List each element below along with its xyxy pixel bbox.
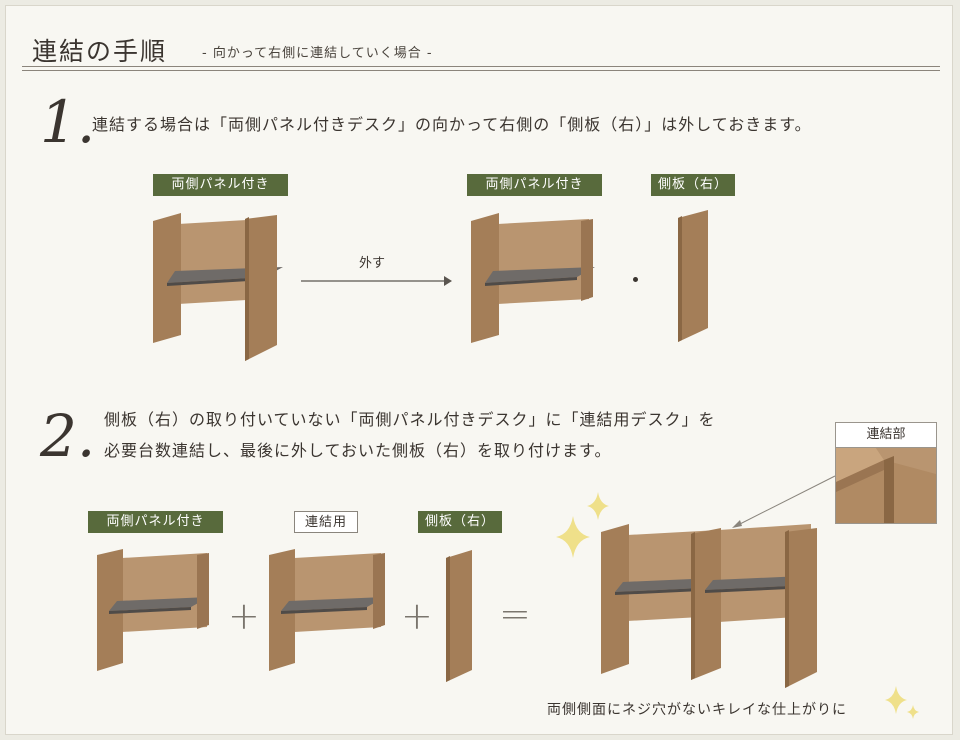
step2-tag-both-panels: 両側パネル付き (88, 511, 223, 533)
plus-sign-1: + (228, 594, 260, 638)
step2-side-panel-illustration (446, 550, 472, 682)
step1-text: 連結する場合は「両側パネル付きデスク」の向かって右側の「側板（右）」は外しておき… (92, 115, 812, 134)
assembly-instructions-page: 連結の手順 - 向かって右側に連結していく場合 - 1. 連結する場合は「両側パ… (5, 5, 953, 735)
step2-desk-both-panels-illustration (97, 549, 209, 671)
step1-tag-both-panels: 両側パネル付き (153, 174, 288, 196)
step2-tag-connector: 連結用 (294, 511, 358, 533)
separator-dot (633, 277, 638, 282)
desk-without-right-panel-illustration (471, 213, 595, 343)
header-rule-top (22, 66, 940, 67)
remove-arrow-label: 外す (359, 256, 386, 271)
step1-number: 1. (40, 88, 96, 156)
step2-text-line1: 側板（右）の取り付いていない「両側パネル付きデスク」に「連結用デスク」を (104, 410, 716, 429)
sparkle-icon (556, 492, 609, 558)
connected-desks-illustration (601, 524, 817, 688)
step2-text-line2: 必要台数連結し、最後に外しておいた側板（右）を取り付けます。 (104, 441, 612, 460)
connection-detail-illustration (836, 448, 936, 523)
bottom-note: 両側側面にネジ穴がないキレイな仕上がりに (547, 702, 847, 718)
page-title: 連結の手順 (32, 37, 168, 66)
sparkle-small-icon (885, 686, 919, 719)
connection-detail-inset: 連結部 (835, 422, 937, 524)
side-panel-right-illustration (678, 210, 708, 342)
plus-sign-2: + (401, 594, 433, 638)
desk-both-panels-illustration (153, 213, 283, 361)
step1-tag-side-panel: 側板（右） (651, 174, 735, 196)
step2-tag-side-panel: 側板（右） (418, 511, 502, 533)
equals-sign: = (499, 592, 531, 636)
step2-number: 2. (40, 402, 96, 470)
page-subtitle: - 向かって右側に連結していく場合 - (202, 46, 433, 61)
remove-arrow (301, 276, 452, 286)
header-rule-bottom (22, 70, 940, 71)
callout-pointer (732, 475, 836, 528)
step1-tag-both-panels-after: 両側パネル付き (467, 174, 602, 196)
connection-detail-label: 連結部 (836, 423, 936, 448)
step2-desk-connector-illustration (269, 549, 385, 671)
